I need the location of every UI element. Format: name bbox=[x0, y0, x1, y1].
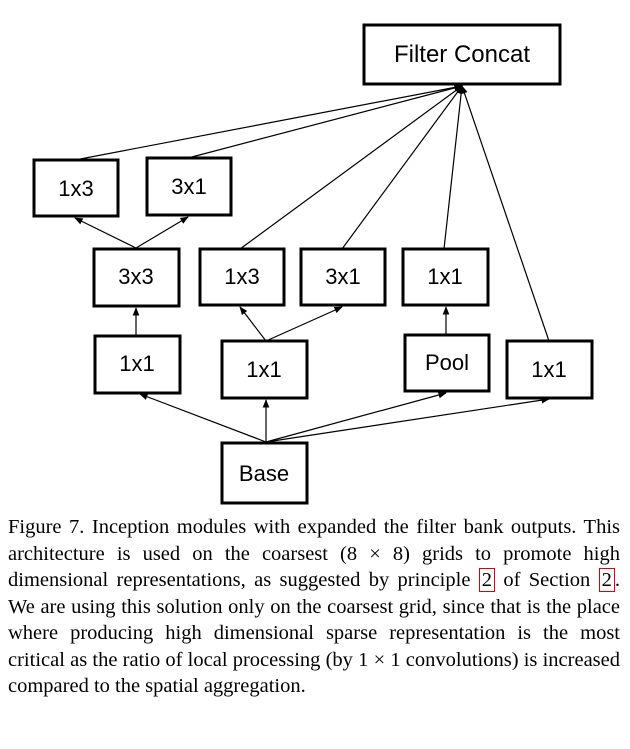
node-1x3-mid-label: 1x3 bbox=[224, 264, 259, 289]
edge-base-1x1a bbox=[139, 393, 267, 443]
edge-3x1top-concat bbox=[187, 84, 463, 159]
node-1x1-a-label: 1x1 bbox=[119, 351, 154, 376]
node-1x1-c: 1x1 bbox=[505, 339, 594, 400]
edge-base-pool bbox=[265, 391, 447, 443]
edges bbox=[74, 84, 550, 443]
node-3x3: 3x3 bbox=[92, 247, 181, 308]
node-filter-concat: Filter Concat bbox=[362, 23, 562, 86]
node-3x3-label: 3x3 bbox=[118, 264, 153, 289]
principle-reference-link[interactable]: 2 bbox=[478, 568, 496, 592]
edge-base-1x1c bbox=[265, 396, 550, 443]
node-3x1-top: 3x1 bbox=[145, 156, 233, 217]
node-1x1-b: 1x1 bbox=[220, 339, 309, 400]
node-1x3-mid: 1x3 bbox=[198, 247, 286, 307]
caption-text-1: Figure 7. Inception modules with expande… bbox=[8, 516, 620, 591]
node-3x1-mid-label: 3x1 bbox=[325, 264, 360, 289]
edge-1x1b-3x1mid bbox=[265, 306, 343, 342]
node-pool-label: Pool bbox=[425, 350, 469, 375]
edge-1x3mid-concat bbox=[239, 85, 463, 250]
node-1x1-mid-label: 1x1 bbox=[427, 264, 462, 289]
edge-3x1mid-concat bbox=[341, 85, 463, 250]
node-1x3-top: 1x3 bbox=[32, 158, 120, 218]
edge-1x3top-concat bbox=[74, 84, 463, 161]
filter-concat-label: Filter Concat bbox=[394, 41, 530, 68]
caption-text-2: of Section bbox=[503, 569, 591, 591]
edge-3x3-3x1top bbox=[135, 216, 189, 249]
node-1x1-b-label: 1x1 bbox=[246, 357, 281, 382]
node-1x3-top-label: 1x3 bbox=[58, 176, 93, 201]
caption-text-3: . We are using this solution only on the… bbox=[8, 569, 620, 697]
inception-module-diagram: Filter Concat 1x3 3x1 3x3 1x3 3x1 1x1 1x… bbox=[32, 23, 594, 505]
node-base: Base bbox=[220, 441, 309, 505]
node-1x1-a: 1x1 bbox=[93, 334, 182, 395]
node-1x1-c-label: 1x1 bbox=[531, 357, 566, 382]
figure-caption: Figure 7. Inception modules with expande… bbox=[8, 514, 620, 700]
node-1x1-mid: 1x1 bbox=[401, 247, 490, 307]
edge-1x1mid-concat bbox=[443, 85, 465, 250]
edge-1x1c-concat bbox=[461, 85, 550, 342]
node-3x1-mid: 3x1 bbox=[299, 247, 387, 307]
edge-3x3-1x3top bbox=[74, 217, 137, 249]
node-base-label: Base bbox=[239, 461, 289, 486]
section-reference-link[interactable]: 2 bbox=[598, 568, 615, 592]
edge-1x1b-1x3mid bbox=[239, 306, 267, 342]
node-pool: Pool bbox=[403, 333, 491, 393]
node-3x1-top-label: 3x1 bbox=[171, 174, 206, 199]
